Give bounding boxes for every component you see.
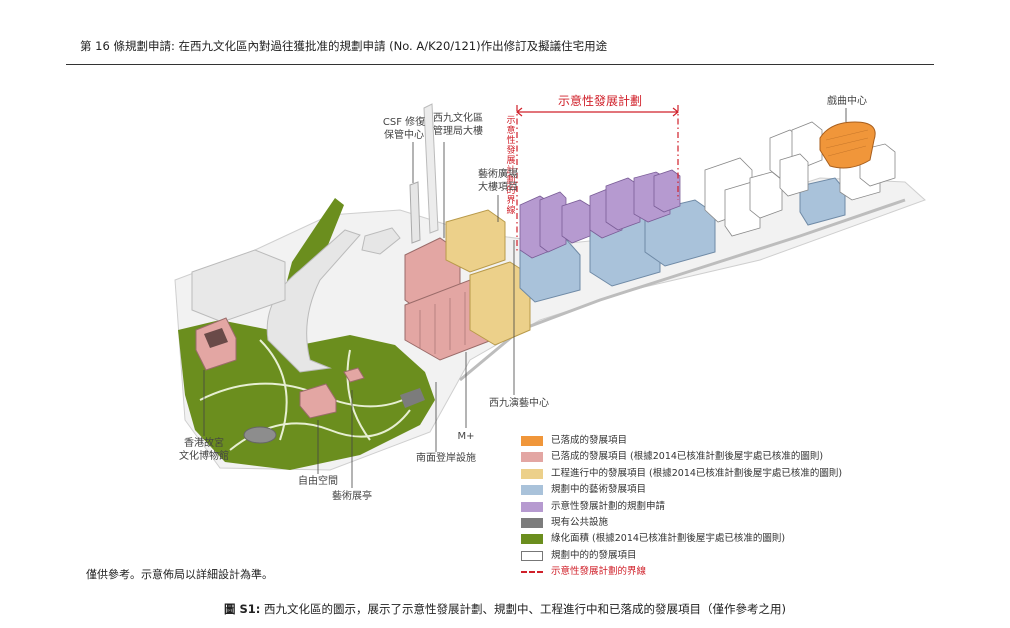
leader-lines — [203, 108, 847, 488]
mplus-podium — [266, 229, 361, 373]
figure-caption: 圖 S1: 西九文化區的圖示，展示了示意性發展計劃、規劃中、工程進行中和已落成的… — [0, 601, 1010, 617]
csf-label: CSF 修復 保管中心 — [382, 117, 426, 141]
pier-label: 南面登岸設施 — [416, 453, 476, 464]
legend-label: 示意性發展計劃的規劃申請 — [551, 500, 666, 512]
wkcda-label: 西九文化區 管理局大樓 — [433, 113, 483, 137]
pavilion-label: 藝術展亭 — [332, 491, 372, 502]
hkpm-label: 香港故宮 文化博物館 — [179, 438, 229, 462]
lyric-theatre — [469, 261, 531, 346]
scheme-title: 示意性發展計劃 — [557, 94, 642, 108]
mplus-label: M+ — [457, 431, 475, 442]
boundary-vertical-label: 示意性發展計劃的界線 — [506, 116, 516, 216]
scheme-towers — [519, 169, 681, 259]
caption-text: 西九文化區的圖示，展示了示意性發展計劃、規劃中、工程進行中和已落成的發展項目（僅… — [260, 602, 787, 616]
caption-prefix: 圖 S1: — [223, 602, 261, 616]
xiqu-centre — [819, 121, 876, 169]
legend-swatch-completed — [521, 436, 543, 446]
disclaimer-note: 僅供參考。示意佈局以詳細設計為準。 — [86, 568, 273, 581]
legend-swatch-planned-arts — [521, 485, 543, 496]
xiqu-label: 戲曲中心 — [827, 96, 867, 107]
legend-label: 規劃中的的發展項目 — [551, 549, 637, 561]
legend-label: 規劃中的藝術發展項目 — [551, 484, 647, 496]
existing-hall — [191, 249, 286, 323]
legend-label: 示意性發展計劃的界線 — [551, 566, 647, 578]
legend-swatch-completed-approved — [521, 452, 543, 463]
legend-swatch-planned — [521, 550, 543, 561]
header-rule — [66, 64, 934, 65]
freespace-label: 自由空間 — [298, 476, 338, 487]
page-header: 第 16 條規劃申請: 在西九文化區內對過往獲批准的規劃申請 (No. A/K2… — [80, 39, 608, 53]
legend-swatch-under-construction — [521, 468, 543, 479]
district-map — [174, 103, 926, 488]
legend-label: 已落成的發展項目 (根據2014已核准計劃後屋宇處已核准的圖則) — [551, 451, 824, 463]
legend-label: 工程進行中的發展項目 (根據2014已核准計劃後屋宇處已核准的圖則) — [551, 467, 843, 479]
lyric-label: 西九演藝中心 — [489, 398, 549, 409]
legend-swatch-public-facilities — [521, 517, 543, 528]
legend-swatch-green-area — [521, 534, 543, 545]
pavilion-building — [243, 426, 277, 444]
legend-swatch-scheme-application — [521, 501, 543, 512]
freespace-building — [299, 383, 337, 419]
blue-block-4 — [799, 177, 846, 226]
legend-label: 現有公共設施 — [551, 516, 609, 528]
artsquare-tower — [445, 209, 506, 273]
legend-label: 已落成的發展項目 — [551, 435, 628, 446]
scheme-boundary — [516, 105, 679, 252]
csf-tower — [409, 181, 421, 244]
mtr-tower — [423, 103, 439, 234]
legend-swatch-boundary — [521, 571, 543, 574]
legend-label: 綠化面積 (根據2014已核准計劃後屋宇處已核准的圖則) — [551, 533, 786, 545]
artsquare-label: 藝術廣場 大樓項目 — [478, 169, 518, 193]
